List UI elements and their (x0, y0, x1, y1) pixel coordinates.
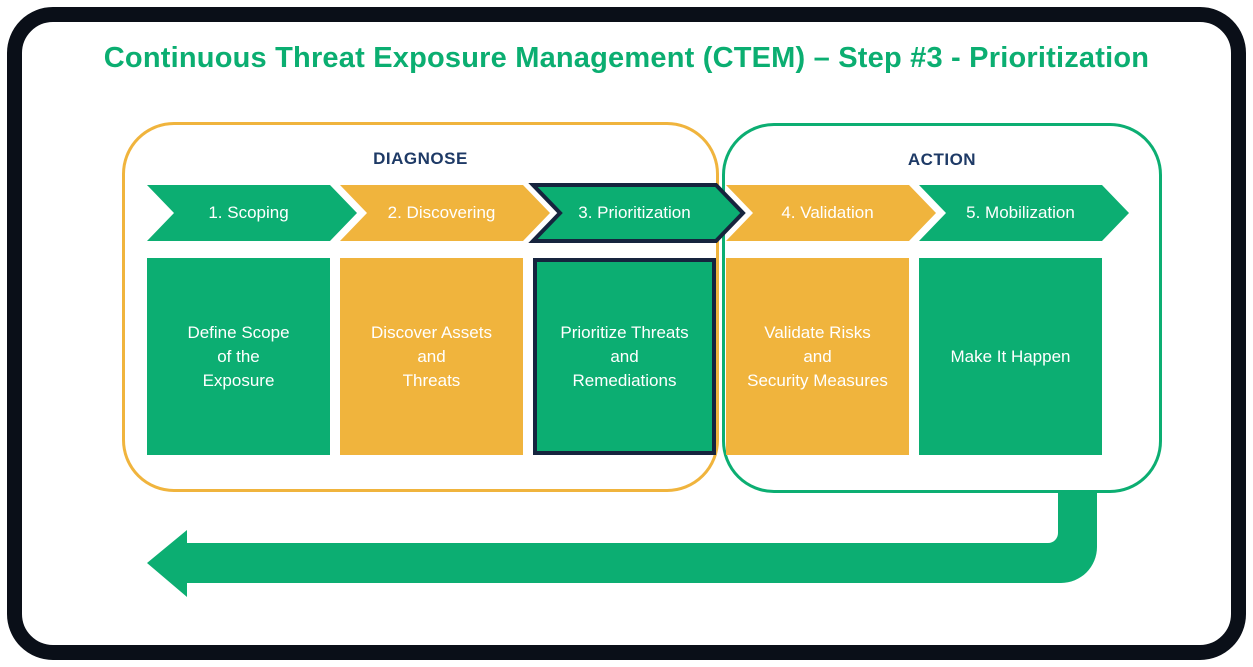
box-define-scope: Define Scope of the Exposure (147, 258, 330, 455)
box-line: Exposure (202, 370, 275, 390)
box-line: Define Scope (187, 322, 290, 342)
chevron-shape (919, 185, 1129, 241)
chevron-step-1: 1. Scoping (147, 185, 357, 241)
chevron-shape (340, 185, 550, 241)
box-prioritize-threats-highlighted: Prioritize Threats and Remediations (533, 258, 716, 455)
group-action-label: ACTION (907, 150, 977, 169)
chevron-step-5-label: 5. Mobilization (966, 203, 1075, 222)
box-line: Make It Happen (950, 346, 1071, 366)
chevron-shape (726, 185, 936, 241)
chevron-step-4: 4. Validation (726, 185, 936, 241)
chevron-shape (147, 185, 357, 241)
box-line: Threats (402, 370, 461, 390)
chevron-step-3-highlighted: 3. Prioritization (528, 183, 746, 243)
chevron-step-3-label: 3. Prioritization (578, 203, 691, 222)
box-line: and (417, 346, 446, 366)
box-line: and (803, 346, 832, 366)
box-discover-assets: Discover Assets and Threats (340, 258, 523, 455)
chevron-step-1-label: 1. Scoping (208, 203, 289, 222)
box-line: Remediations (572, 370, 677, 390)
chevron-step-2: 2. Discovering (340, 185, 550, 241)
chevron-shape (528, 183, 746, 243)
box-line: Security Measures (747, 370, 888, 390)
chevron-step-4-label: 4. Validation (781, 203, 874, 222)
box-line: and (610, 346, 639, 366)
box-line: of the (217, 346, 260, 366)
box-make-it-happen: Make It Happen (919, 258, 1102, 455)
group-diagnose-label: DIAGNOSE (373, 149, 468, 168)
chevron-step-5: 5. Mobilization (919, 185, 1129, 241)
box-line: Prioritize Threats (560, 322, 689, 342)
page-title: Continuous Threat Exposure Management (C… (103, 42, 1150, 74)
box-line: Validate Risks (764, 322, 871, 342)
chevron-step-2-label: 2. Discovering (387, 203, 496, 222)
box-validate-risks: Validate Risks and Security Measures (726, 258, 909, 455)
box-line: Discover Assets (371, 322, 492, 342)
